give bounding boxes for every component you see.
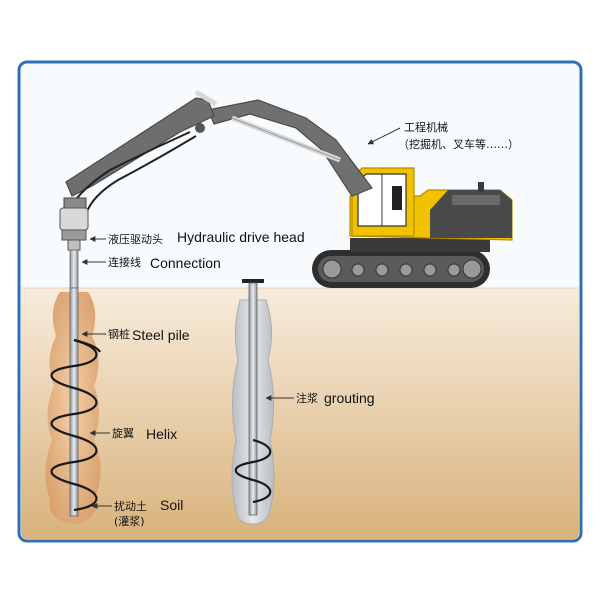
helix-label-en: Helix [146,426,177,442]
steel-pile-shaft [69,287,79,517]
drive-head-label-cn: 液压驱动头 [108,232,163,246]
soil-label-en: Soil [160,497,183,513]
pile-cap [242,279,264,283]
grouted-pile-shaft [248,282,258,516]
machine-label-cn-sub: （挖掘机、叉车等……） [398,137,519,151]
connection-label-cn: 连接线 [108,255,141,269]
soil-label-cn: 扰动土 [114,499,147,513]
drive-head [59,197,89,251]
grouted-helix [234,438,272,504]
grouting-label-en: grouting [324,390,375,406]
helix-label-cn: 旋翼 [112,426,134,440]
steel-pile-label-cn: 钢桩 [108,327,130,341]
soil-ground [21,288,579,539]
steel-pile-label-en: Steel pile [132,327,190,343]
drive-head-label-en: Hydraulic drive head [177,229,305,245]
connection-label-en: Connection [150,255,221,271]
machine-label-cn: 工程机械 [404,120,448,134]
excavator [65,89,513,288]
grouting-label-cn: 注浆 [296,391,318,405]
connection-rod [69,249,79,289]
helix-coils [50,338,98,512]
soil-label-cn-sub: (灌浆) [114,514,145,528]
machine-leader [367,127,401,145]
track-rollers [322,259,482,279]
